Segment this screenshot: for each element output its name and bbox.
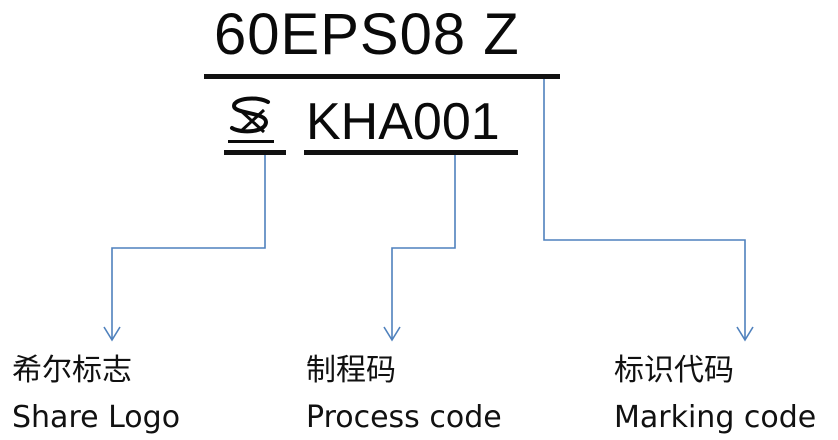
marking-code-arrowhead [736,326,754,342]
logo-underline [224,150,286,155]
marking-code-label-en: Marking code [614,400,817,435]
share-logo-label: 希尔标志 Share Logo [12,352,180,438]
marking-code-label-zh: 标识代码 [614,353,734,388]
share-logo-label-zh: 希尔标志 [12,353,132,388]
process-code-label-en: Process code [306,400,502,435]
process-code-text: KHA001 [306,93,500,151]
marking-code-connector [543,79,746,340]
process-code-underline [304,150,518,155]
share-logo-icon [228,96,274,143]
top-underline [204,74,560,79]
process-code-label-zh: 制程码 [306,353,396,388]
process-code-arrowhead [383,326,401,342]
process-code-label: 制程码 Process code [306,352,502,438]
share-logo-label-en: Share Logo [12,400,181,435]
share-logo-connector [111,155,266,340]
marking-code-label: 标识代码 Marking code [614,352,816,438]
share-logo-arrowhead [103,326,121,342]
part-number: 60EPS08 Z [214,2,520,67]
process-code-connector [391,155,456,340]
